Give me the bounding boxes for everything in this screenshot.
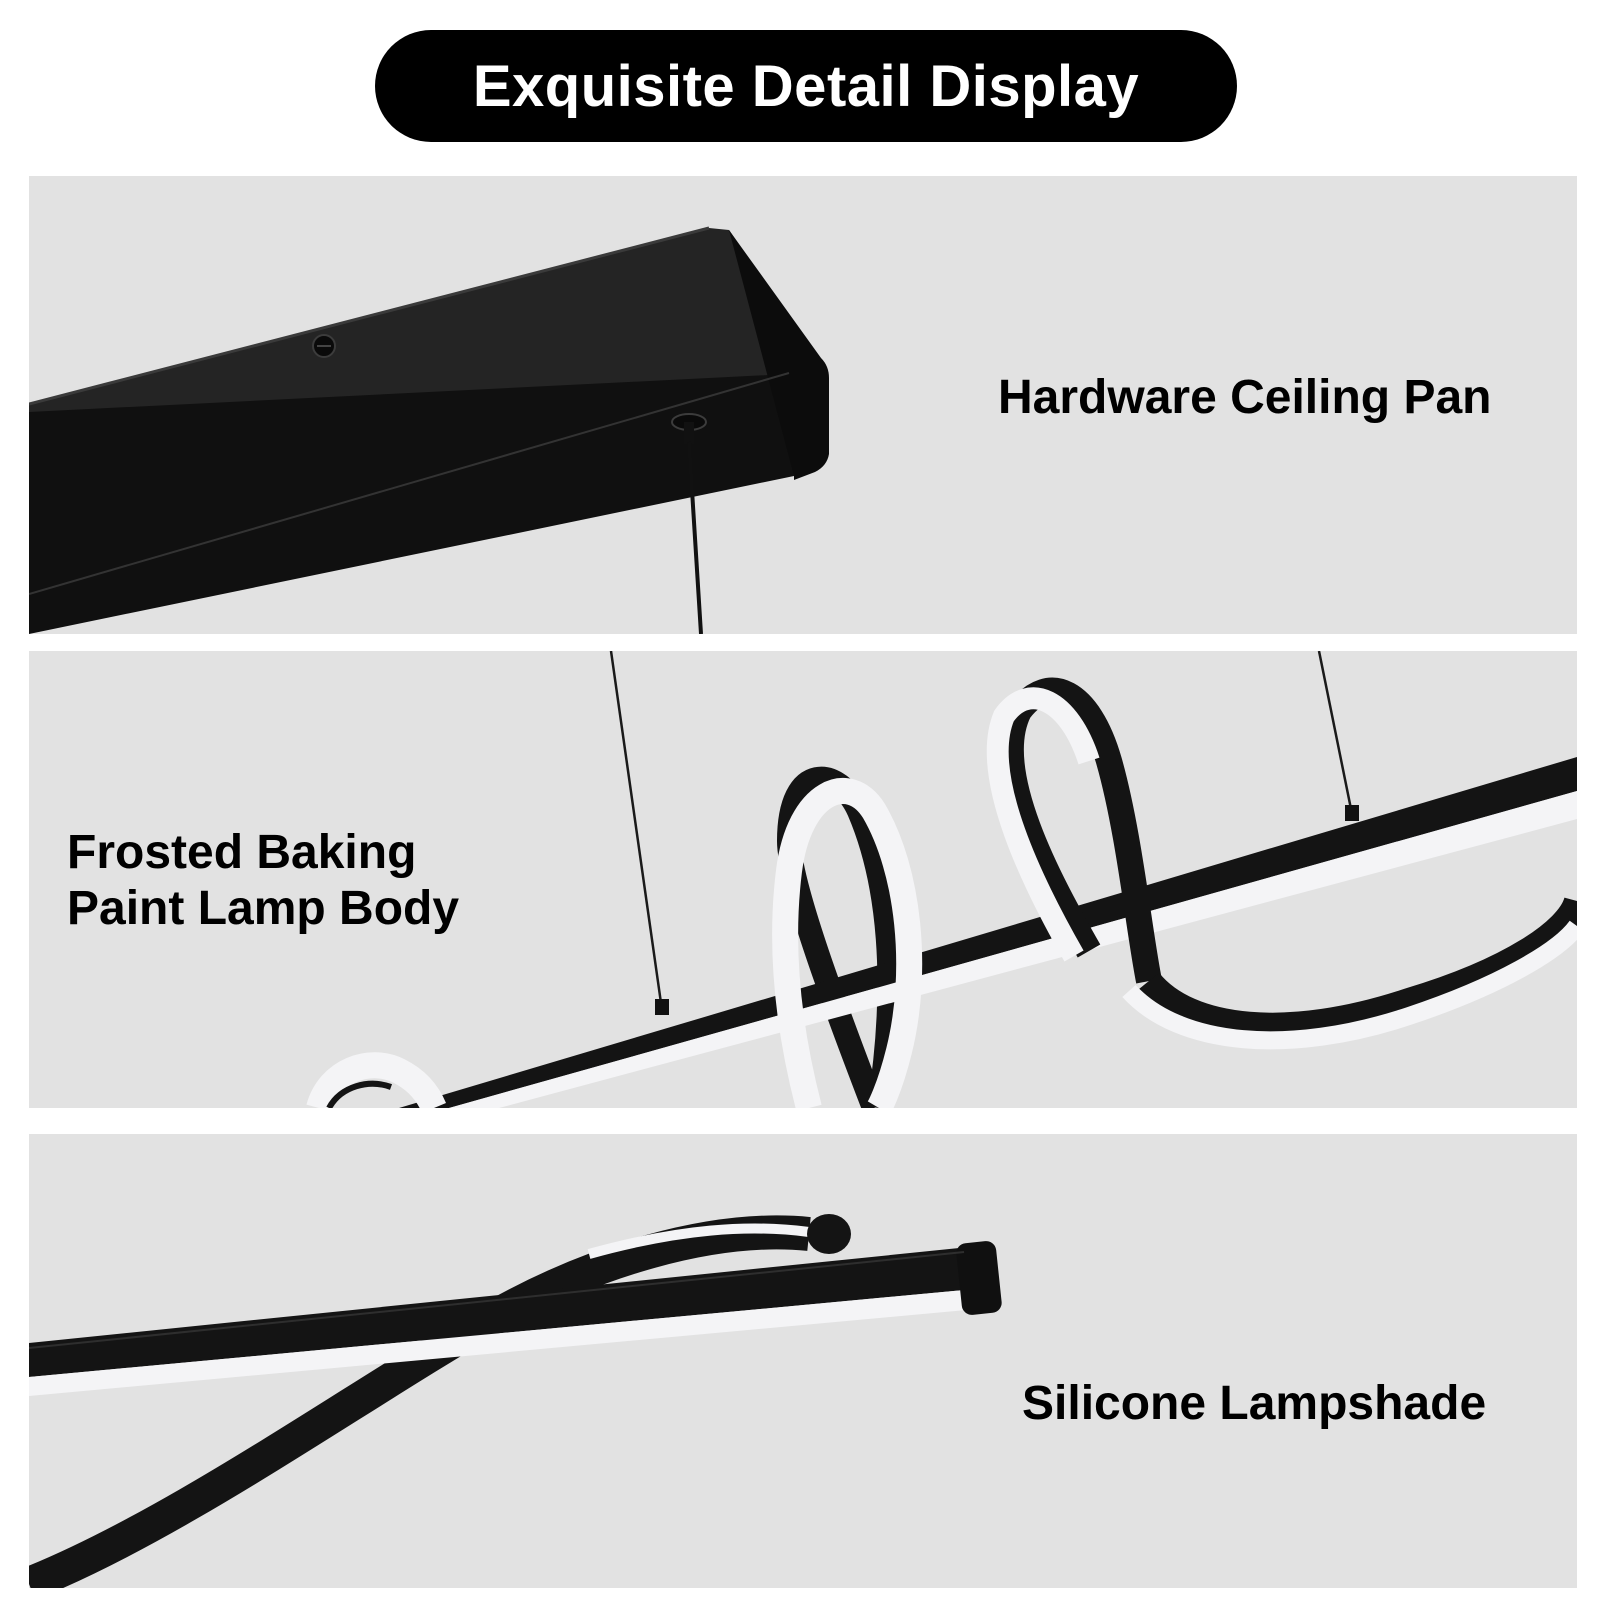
label-line: Paint Lamp Body	[67, 882, 460, 935]
section-label-lamp-body: Frosted Baking Paint Lamp Body	[67, 825, 459, 937]
ceiling-pan-illustration	[29, 226, 829, 634]
lamp-body-illustration	[306, 651, 1577, 1108]
label-line: Frosted Baking	[67, 826, 417, 879]
label-line: Silicone Lampshade	[1022, 1377, 1487, 1430]
page-title: Exquisite Detail Display	[472, 53, 1140, 119]
label-line: Hardware Ceiling Pan	[998, 371, 1492, 424]
lampshade-illustration	[29, 1214, 1002, 1588]
lampshade-panel	[29, 1134, 1577, 1588]
section-label-ceiling-pan: Hardware Ceiling Pan	[998, 370, 1491, 426]
ceiling-pan-panel	[29, 176, 1577, 634]
title-banner: Exquisite Detail Display	[375, 30, 1237, 142]
section-label-lampshade: Silicone Lampshade	[1022, 1376, 1486, 1432]
lamp-body-panel	[29, 651, 1577, 1108]
